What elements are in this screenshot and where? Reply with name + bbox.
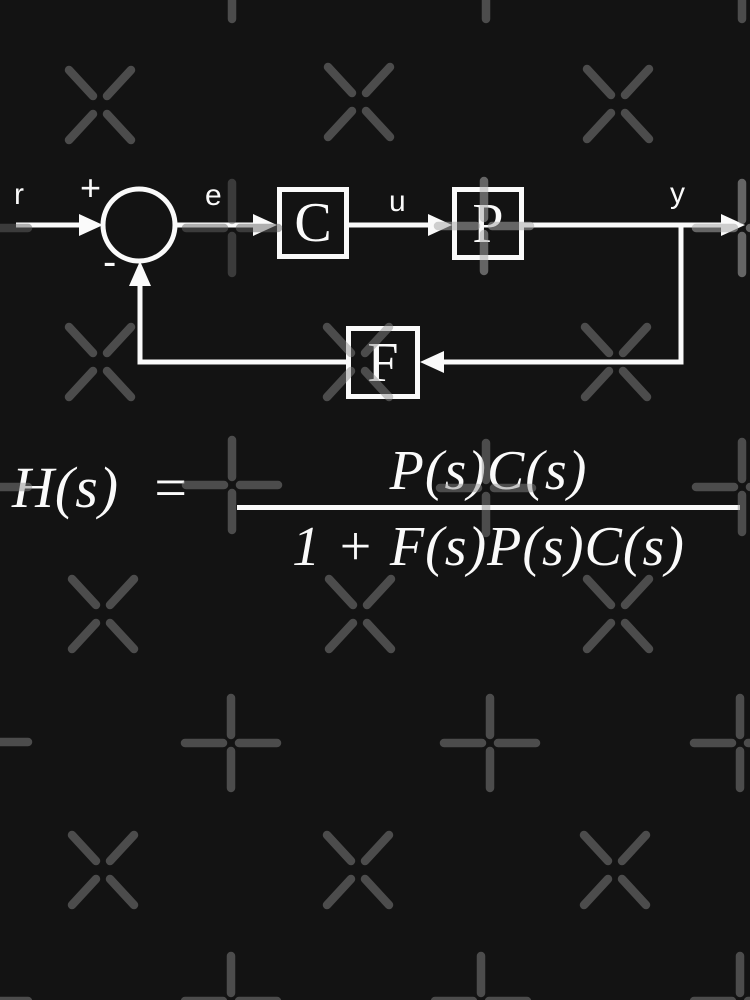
arrowhead-error-icon [253, 214, 277, 236]
arrowhead-feedback-icon [420, 351, 444, 373]
arrowhead-sum-icon [129, 261, 151, 286]
plant-block-letter: P [472, 192, 504, 255]
controller-block: C [277, 187, 349, 259]
formula-lhs: H(s) = [12, 455, 191, 520]
formula-denominator: 1 + F(s)P(s)C(s) [292, 516, 685, 578]
fraction-bar [237, 505, 740, 510]
controller-block-letter: C [294, 192, 332, 254]
formula-fraction: P(s)C(s) 1 + F(s)P(s)C(s) [237, 404, 740, 575]
label-input-r: r [14, 178, 24, 211]
label-error-e: e [205, 179, 222, 212]
plant-block: P [452, 187, 524, 260]
feedback-block: F [346, 326, 420, 399]
feedback-block-letter: F [367, 331, 399, 394]
arrowhead-output-icon [721, 214, 745, 236]
label-sum-plus: + [80, 167, 102, 208]
formula-numerator: P(s)C(s) [237, 404, 740, 505]
label-sum-minus: - [103, 240, 117, 284]
arrowhead-control-icon [428, 214, 452, 236]
wire-feedback-left [137, 286, 346, 365]
arrowhead-input-icon [79, 214, 103, 236]
formula-numerator-text: P(s)C(s) [389, 440, 588, 503]
label-control-u: u [389, 185, 406, 218]
wire-feedback-right [444, 225, 684, 365]
label-output-y: y [670, 177, 685, 210]
